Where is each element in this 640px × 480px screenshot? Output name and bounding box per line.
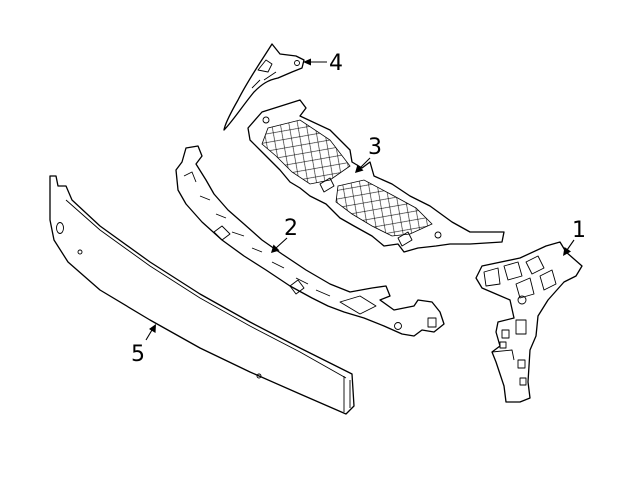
leader-lines (145, 58, 575, 341)
callout-3: 3 (368, 135, 382, 160)
callout-1: 1 (572, 218, 586, 243)
part-1-side-bracket (475, 241, 583, 403)
part-5-bumper-beam (49, 175, 355, 415)
callout-4: 4 (329, 51, 343, 76)
part-4-bracket (223, 43, 305, 131)
callout-2: 2 (284, 216, 298, 241)
part-2-carrier (175, 145, 445, 337)
part-3-grille-support (247, 99, 505, 253)
callout-5: 5 (131, 342, 145, 367)
